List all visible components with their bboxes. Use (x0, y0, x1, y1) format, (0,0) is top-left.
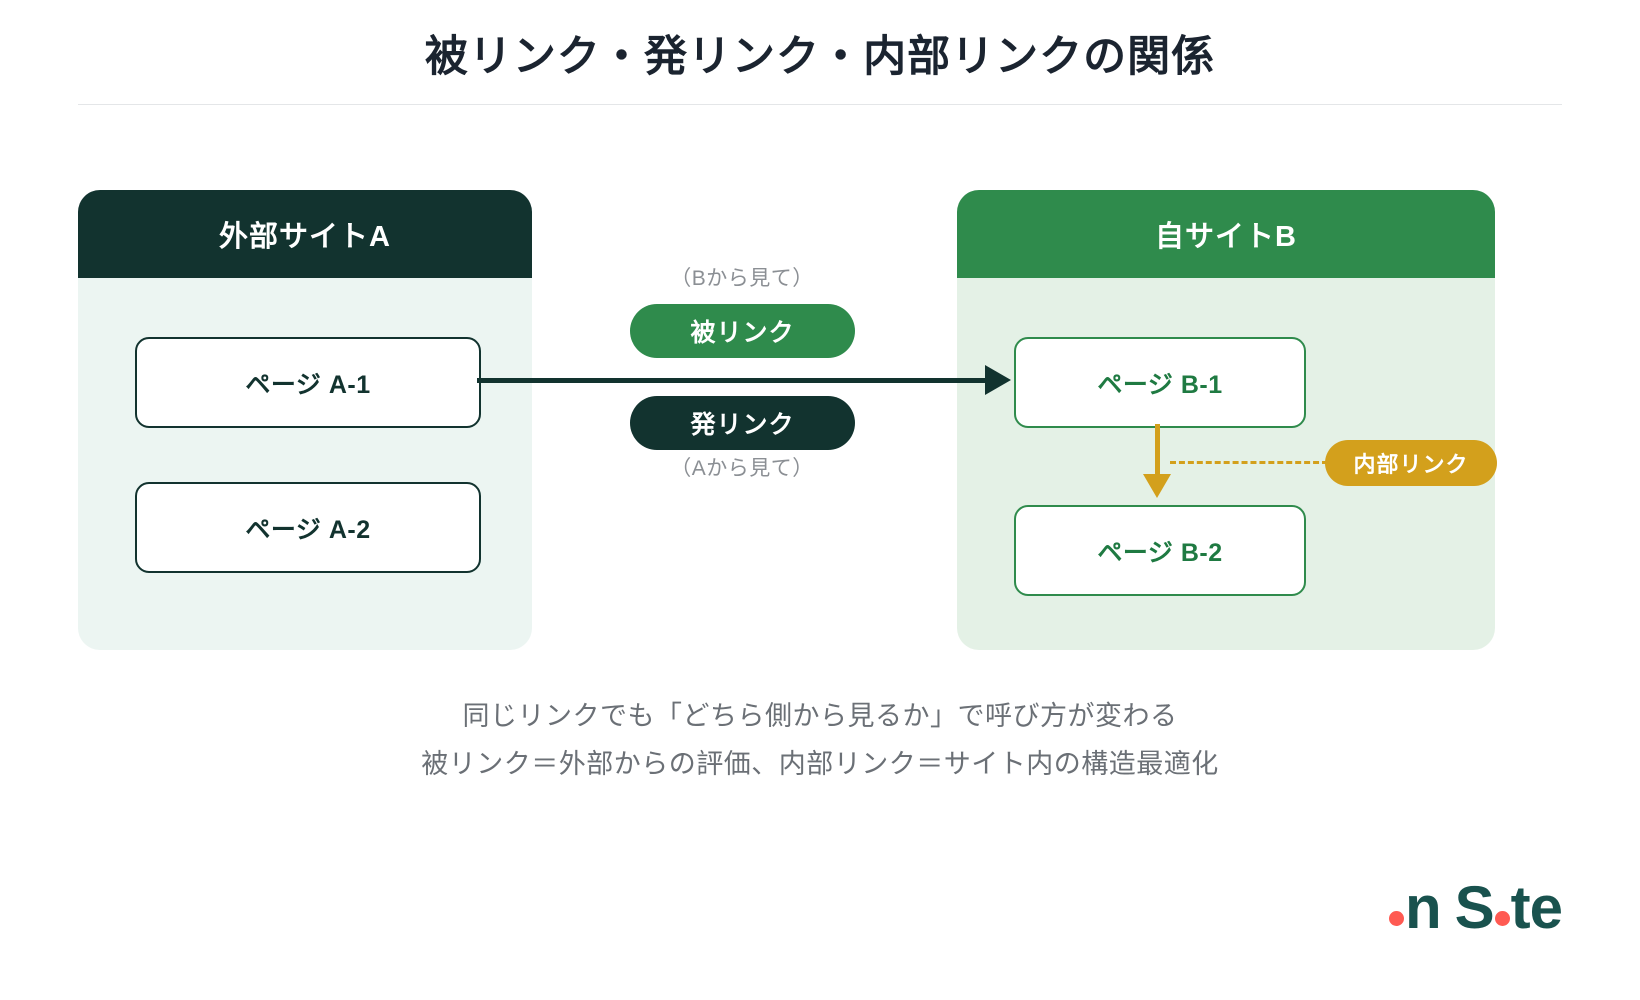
caption: 同じリンクでも「どちら側から見るか」で呼び方が変わる 被リンク＝外部からの評価、… (0, 692, 1640, 788)
internal-link-arrowhead-icon (1143, 474, 1171, 498)
backlink-perspective-note: （Bから見て） (670, 267, 814, 290)
page-card-b1[interactable]: ページ B-1 (1014, 337, 1306, 428)
badge-internal-link: 内部リンク (1325, 440, 1497, 486)
page-card-a2[interactable]: ページ A-2 (135, 482, 481, 573)
caption-line-2: 被リンク＝外部からの評価、内部リンク＝サイト内の構造最適化 (421, 749, 1219, 779)
link-arrow-a1-to-b1-line (477, 378, 993, 383)
page-card-a1[interactable]: ページ A-1 (135, 337, 481, 428)
panel-own-site-b-header: 自サイトB (957, 190, 1495, 278)
internal-link-arrow-line (1155, 424, 1160, 482)
logo-dot-i-icon-2 (1494, 878, 1511, 938)
logo-in-text: n (1388, 878, 1442, 938)
page-title: 被リンク・発リンク・内部リンクの関係 (424, 33, 1216, 81)
title-divider (78, 104, 1562, 105)
outbound-perspective-note: （Aから見て） (670, 457, 814, 480)
badge-backlink: 被リンク (630, 304, 855, 358)
page-card-b2[interactable]: ページ B-2 (1014, 505, 1306, 596)
logo-dot-i-icon (1388, 878, 1405, 938)
internal-link-dashed-connector (1170, 461, 1328, 464)
panel-external-site-a-body (78, 278, 532, 650)
caption-line-1: 同じリンクでも「どちら側から見るか」で呼び方が変わる (462, 701, 1178, 731)
link-arrow-a1-to-b1-arrowhead-icon (985, 365, 1011, 395)
badge-outbound-link: 発リンク (630, 396, 855, 450)
panel-external-site-a-header: 外部サイトA (78, 190, 532, 278)
